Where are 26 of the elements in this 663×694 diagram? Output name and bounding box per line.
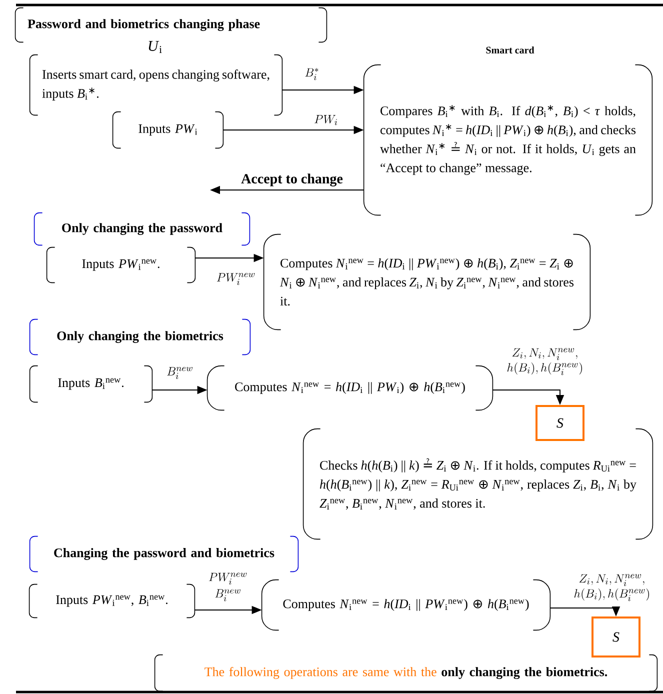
step-box: Computes N$_{i}$$^{new}$ = h(ID$_{i}$ || PW$_{i}$$^{new}$) ⊕ h(B$_{i}$$^{new}$) <box>261 579 551 631</box>
step-box: Inputs B$_{i}$$^{new}$. <box>29 365 153 403</box>
step-box: Inserts smart card, opens changing software, inputs B$_{i}$$^{∗}$. <box>29 54 283 116</box>
entity-box: S <box>592 616 640 658</box>
edge-label: $B_i^{new}$ <box>166 366 194 380</box>
step-box: Computes N$_{i}$$^{new}$ = h(ID$_{i}$ || PW$_{i}$) ⊕ h(B$_{i}$$^{new}$) <box>206 365 494 411</box>
edge-label: $\genfrac{}{}{0pt}{0}{PW_i^{new}}{B_i^{new}}$ <box>206 572 250 602</box>
entity-box: S <box>536 405 584 441</box>
section-heading: Only changing the password <box>34 212 250 246</box>
edge-label: $B_i^*$ <box>304 66 320 82</box>
card-box: Compares B$_{i}$$^{∗}$ with B$_{i}$. If d(B$_{i}$$^{∗}$, B$_{i}$) < τ holds, computes N$_{i}$$^{∗}$ = h(ID$_{i}$ || PW$_{i}$) ⊕ h(B$_{i}$), and checks whether N$_{i}$$^{∗}$ ≟ N$_{i}$ or not. If it holds, U$_{i}$ gets an “Accept to change” message. <box>363 64 653 216</box>
edge-label: $PW_i$ <box>313 114 339 126</box>
edge-label: $\begin{array}{c}Z_i, N_i, N_i^{new},\\ h(B_i), h(B_i^{new})\end{array}$ <box>500 345 590 377</box>
edge-label: $\begin{array}{c}Z_i, N_i, N_i^{new},\\ h(B_i), h(B_i^{new})\end{array}$ <box>568 571 656 603</box>
role-label: U$_{i}$ <box>148 41 162 53</box>
step-box: Inputs PW$_{i}$$^{new}$, B$_{i}$$^{new}$. <box>28 584 196 618</box>
step-box: Inputs PW$_{i}$$^{new}$. <box>46 246 196 284</box>
edge-label: $PW_i^{new}$ <box>215 272 257 286</box>
card-heading: Smart card <box>486 46 534 54</box>
step-box: Computes N$_{i}$$^{new}$ = h(ID$_{i}$ || PW$_{i}$$^{new}$) ⊕ h(B$_{i}$), Z$_{i}$$^{new}$ = Z$_{i}$ ⊕ N$_{i}$ ⊕ N$_{i}$$^{new}$, and replaces Z$_{i}$, N$_{i}$ by Z$_{i}$$^{new}$, N$_{i}$$^{new}$, and stores it. <box>263 234 591 330</box>
edge-label: Accept to change <box>240 172 344 188</box>
section-heading: Only changing the biometrics <box>29 318 251 356</box>
step-box: Checks h(h(B$_{i}$) || k) ≟ Z$_{i}$ ⊕ N$_{i}$. If it holds, computes R$_{Ui}$$^{new}$ = h(h(B$_{i}$$^{new}$) || k), Z$_{i}$$^{new}$ = R$_{Ui}$$^{new}$ ⊕ N$_{i}$$^{new}$, replaces Z$_{i}$, B$_{i}$, N$_{i}$ by Z$_{i}$$^{new}$, B$_{i}$$^{new}$, N$_{i}$$^{new}$, and stores it. <box>302 428 654 540</box>
section-heading: Changing the password and biometrics <box>29 536 299 572</box>
step-box: Inputs PW$_{i}$ <box>112 111 224 149</box>
note-box: The following operations are same with the only changing the biometrics. <box>154 654 658 692</box>
